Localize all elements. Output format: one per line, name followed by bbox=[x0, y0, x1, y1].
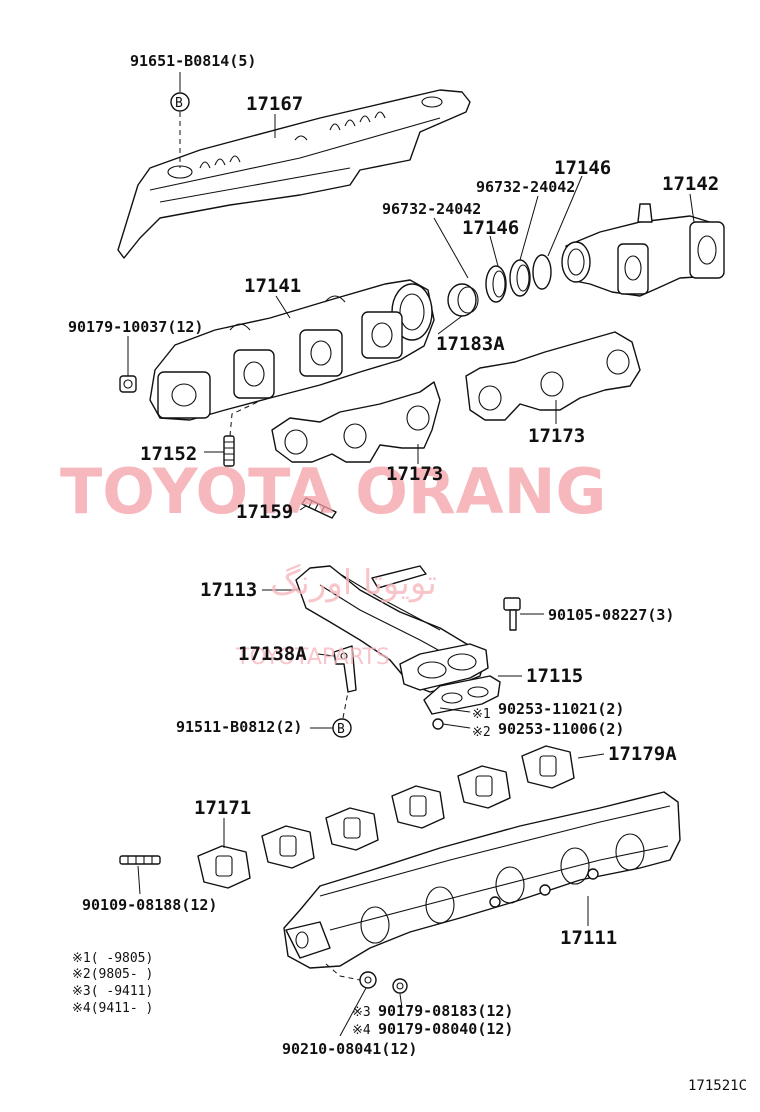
label-96732-mid: 96732-24042 bbox=[382, 200, 481, 218]
watermark-sub: TOYOTAPARTS bbox=[235, 645, 390, 670]
marker-b-bottom-text: B bbox=[337, 722, 345, 737]
marker-n3: ※3 bbox=[352, 1005, 371, 1020]
bolt-90105 bbox=[503, 597, 521, 631]
label-17159: 17159 bbox=[236, 501, 293, 523]
label-17179A: 17179A bbox=[608, 743, 677, 765]
label-90253-11021: 90253-11021(2) bbox=[498, 700, 624, 718]
gasket-17173-right bbox=[465, 331, 641, 421]
label-90179-10037: 90179-10037(12) bbox=[68, 318, 203, 336]
marker-n2: ※2 bbox=[472, 725, 491, 740]
label-90105: 90105-08227(3) bbox=[548, 606, 674, 624]
watermark-arabic: تویوتا اورنگ bbox=[270, 563, 437, 603]
label-17141: 17141 bbox=[244, 275, 301, 297]
stud-90109 bbox=[119, 855, 161, 865]
label-91511: 91511-B0812(2) bbox=[176, 718, 302, 736]
gasket-17173-left bbox=[271, 381, 441, 463]
label-17115: 17115 bbox=[526, 665, 583, 687]
label-90179-08183: 90179-08183(12) bbox=[378, 1002, 513, 1020]
label-17173-right: 17173 bbox=[528, 425, 585, 447]
stud-dash-line bbox=[229, 399, 263, 437]
label-17146-mid: 17146 bbox=[462, 217, 519, 239]
note-2: ※2(9805- ) bbox=[72, 967, 153, 982]
label-90109: 90109-08188(12) bbox=[82, 896, 217, 914]
bolt-90179-10037 bbox=[119, 375, 137, 393]
label-17146-top: 17146 bbox=[554, 157, 611, 179]
bracket-17138A bbox=[333, 645, 357, 693]
label-17167: 17167 bbox=[246, 93, 303, 115]
exhaust-manifold-17141 bbox=[149, 279, 435, 421]
diagram-code: 171521C bbox=[688, 1078, 747, 1094]
watermark-main: TOYOTA ORANG bbox=[60, 455, 606, 528]
label-17183A: 17183A bbox=[436, 333, 505, 355]
intake-pipe-17113 bbox=[295, 565, 489, 693]
label-17138A: 17138A bbox=[238, 643, 307, 665]
note-1: ※1( -9805) bbox=[72, 951, 153, 966]
rings-17146 bbox=[485, 254, 552, 303]
nut-90179-lower bbox=[392, 978, 408, 994]
label-17171: 17171 bbox=[194, 797, 251, 819]
exhaust-pipe-17142 bbox=[561, 203, 725, 297]
label-90253-11006: 90253-11006(2) bbox=[498, 720, 624, 738]
plug-90253 bbox=[432, 718, 444, 730]
label-90210: 90210-08041(12) bbox=[282, 1040, 417, 1058]
label-17142: 17142 bbox=[662, 173, 719, 195]
label-17173-left: 17173 bbox=[386, 463, 443, 485]
marker-n1: ※1 bbox=[472, 707, 491, 722]
gasket-17115 bbox=[423, 675, 501, 715]
heat-insulator-17167 bbox=[117, 89, 471, 259]
stud-17159 bbox=[301, 497, 337, 519]
ring-17183A bbox=[447, 283, 479, 317]
exhaust-manifold-17111 bbox=[283, 791, 681, 969]
label-17113: 17113 bbox=[200, 579, 257, 601]
marker-n4: ※4 bbox=[352, 1023, 371, 1038]
stud-17152 bbox=[223, 435, 235, 467]
note-4: ※4(9411- ) bbox=[72, 1001, 153, 1016]
nut-90210 bbox=[359, 971, 377, 989]
gasket-17171 bbox=[197, 845, 251, 889]
label-91651: 91651-B0814(5) bbox=[130, 52, 256, 70]
marker-b-top-text: B bbox=[175, 96, 183, 111]
label-96732-top: 96732-24042 bbox=[476, 178, 575, 196]
marker-b-top: B bbox=[170, 92, 190, 112]
marker-b-bottom: B bbox=[332, 718, 352, 738]
leader-lines bbox=[127, 72, 695, 1037]
note-3: ※3( -9411) bbox=[72, 984, 153, 999]
label-17152: 17152 bbox=[140, 443, 197, 465]
label-90179-08040: 90179-08040(12) bbox=[378, 1020, 513, 1038]
gaskets-17179A bbox=[261, 745, 575, 869]
label-17111: 17111 bbox=[560, 927, 617, 949]
